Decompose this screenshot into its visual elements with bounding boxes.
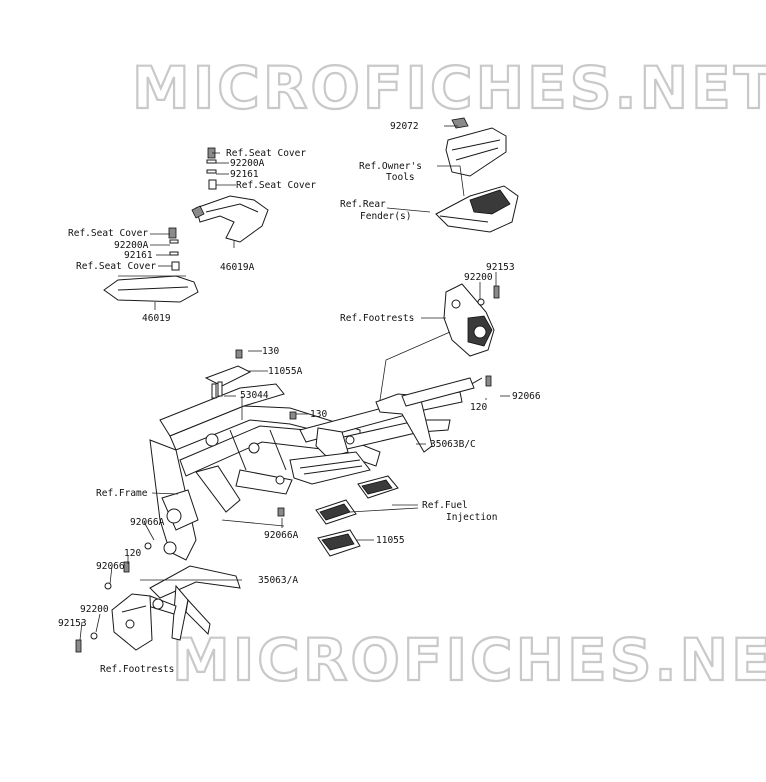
bracket-46019a-part xyxy=(191,195,269,243)
hardware-stack-left xyxy=(168,227,180,271)
label-ref-frame: Ref.Frame xyxy=(96,488,148,499)
label-92066-right: 92066 xyxy=(512,391,541,402)
label-ref-seat-cover-left: Ref.Seat Cover xyxy=(68,228,148,239)
watermark-bottom: MICROFICHES.NET xyxy=(172,626,766,694)
footrest-stay-left-part xyxy=(147,565,241,641)
label-ref-seat-cover-left2: Ref.Seat Cover xyxy=(76,261,156,272)
label-53044: 53044 xyxy=(240,390,269,401)
label-ref-rear-fender: Ref.Rear xyxy=(340,199,386,210)
label-92200a-top: 92200A xyxy=(230,158,265,169)
label-92066a-left: 92066A xyxy=(130,517,165,528)
bolt-130-mid xyxy=(289,411,297,420)
label-130-top: 130 xyxy=(262,346,279,357)
label-ref-seat-cover-top2: Ref.Seat Cover xyxy=(236,180,316,191)
label-92066a-mid: 92066A xyxy=(264,530,299,541)
bracket-11055a-part xyxy=(204,349,252,399)
callout-labels: 92072 Ref.Owner's Tools Ref.Rear Fender(… xyxy=(58,121,541,675)
label-46019a: 46019A xyxy=(220,262,255,273)
fuel-injection-module-part xyxy=(357,475,399,499)
rear-fender-part xyxy=(435,185,519,233)
label-ref-rear-fender-2: Fender(s) xyxy=(360,211,411,222)
footrest-bracket-left-part xyxy=(111,593,153,651)
label-46019: 46019 xyxy=(142,313,171,324)
label-92153-left: 92153 xyxy=(58,618,87,629)
label-92200a-left: 92200A xyxy=(114,240,149,251)
label-120-right: 120 xyxy=(470,402,487,413)
bolts-left xyxy=(75,542,152,653)
label-92161-left: 92161 xyxy=(124,250,153,261)
bolts-right xyxy=(467,285,500,387)
hardware-stack-top xyxy=(206,147,217,190)
bracket-11055-part xyxy=(315,499,361,557)
tool-bag-part xyxy=(445,117,507,177)
watermark-top: MICROFICHES.NET xyxy=(132,54,766,122)
label-92153-right: 92153 xyxy=(486,262,515,273)
label-92072: 92072 xyxy=(390,121,419,132)
label-35063bc: 35063B/C xyxy=(430,439,476,450)
label-ref-footrests-left: Ref.Footrests xyxy=(100,664,174,675)
label-ref-fuel-injection: Ref.Fuel xyxy=(422,500,468,511)
label-130-mid: 130 xyxy=(310,409,327,420)
footrest-bracket-right-part xyxy=(443,283,495,357)
label-92200-left: 92200 xyxy=(80,604,109,615)
label-ref-fuel-injection-2: Injection xyxy=(446,512,497,523)
bolt-92066a-mid xyxy=(277,507,285,517)
label-ref-owners-tools-2: Tools xyxy=(386,172,415,183)
leader-lines xyxy=(79,125,510,641)
label-92200-right: 92200 xyxy=(464,272,493,283)
label-ref-footrests-right: Ref.Footrests xyxy=(340,313,414,324)
label-ref-seat-cover-top: Ref.Seat Cover xyxy=(226,148,306,159)
bracket-46019-part xyxy=(103,275,199,303)
footrest-stay-right-part xyxy=(375,377,475,453)
label-11055a: 11055A xyxy=(268,366,303,377)
label-120-left: 120 xyxy=(124,548,141,559)
label-11055: 11055 xyxy=(376,535,405,546)
label-92161-top: 92161 xyxy=(230,169,259,180)
label-ref-owners-tools: Ref.Owner's xyxy=(359,161,422,172)
label-35063a: 35063/A xyxy=(258,575,298,586)
label-92066-left: 92066 xyxy=(96,561,125,572)
